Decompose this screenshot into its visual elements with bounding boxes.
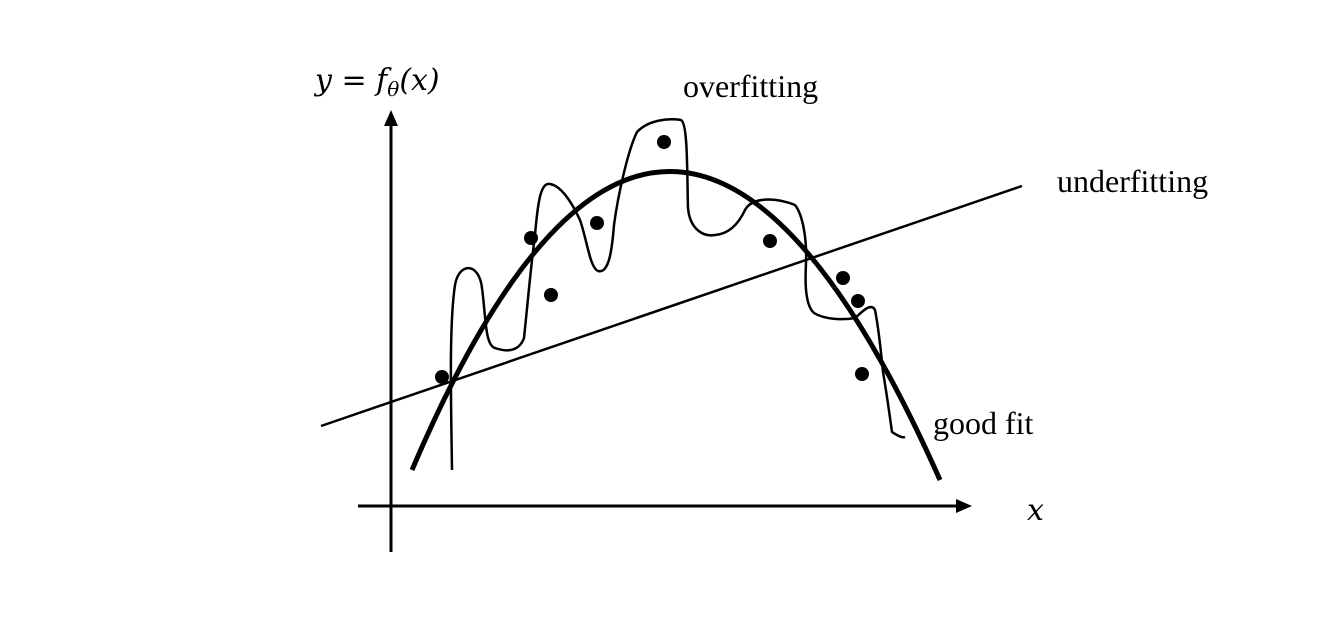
x-axis-label: x (1027, 493, 1044, 528)
y-axis-label: y = fθ(x) (315, 63, 440, 101)
good-fit-curve (409, 169, 943, 482)
data-point (435, 370, 449, 384)
data-point (524, 231, 538, 245)
good-fit-label: good fit (933, 405, 1034, 441)
y-axis-arrowhead-icon (384, 110, 398, 126)
data-point (836, 271, 850, 285)
y-axis-label-prefix: y = f (315, 63, 388, 98)
y-axis-label-subscript: θ (387, 77, 400, 101)
overfitting-label: overfitting (683, 68, 819, 104)
data-point (851, 294, 865, 308)
overfitting-curve (449, 118, 906, 471)
data-point (855, 367, 869, 381)
data-point (544, 288, 558, 302)
data-point (590, 216, 604, 230)
x-axis-arrowhead-icon (956, 499, 972, 513)
data-point (763, 234, 777, 248)
data-point (657, 135, 671, 149)
underfitting-label: underfitting (1057, 163, 1209, 199)
underfitting-line (320, 184, 1023, 428)
y-axis-label-suffix: (x) (399, 63, 440, 98)
